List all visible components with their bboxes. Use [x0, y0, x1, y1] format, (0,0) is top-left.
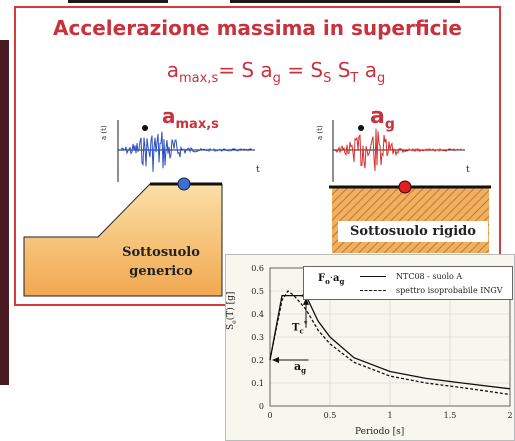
spectrum-xlabel: Periodo [s]	[355, 427, 405, 437]
spectrum-ylabel: Se(T) [g]	[226, 291, 238, 330]
legend-entry-ntc08: NTC08 - suolo A	[360, 272, 462, 281]
left-seismogram	[117, 120, 255, 182]
soil-generic-label: Sottosuolo generico	[122, 245, 200, 279]
legend-dashed-line	[360, 290, 386, 291]
legend-solid-line	[360, 276, 386, 277]
right-seismogram	[332, 120, 465, 182]
generic-soil-profile	[23, 177, 223, 297]
x-tick-label: 1	[387, 411, 392, 420]
label-ag: ag	[370, 104, 395, 133]
x-tick-label: 0.5	[324, 411, 337, 420]
axis-label-t-right: t	[466, 165, 470, 175]
arrow-tc-head	[303, 297, 309, 305]
label-amax-s: amax,s	[162, 104, 219, 132]
y-tick-label: 0.5	[251, 287, 264, 296]
y-tick-label: 0.1	[251, 379, 264, 388]
y-tick-label: 0.6	[251, 264, 264, 273]
annot-ag: ag	[294, 360, 307, 376]
left-side-strip	[0, 40, 9, 385]
x-tick-label: 1.5	[444, 411, 457, 420]
y-tick-label: 0	[259, 402, 264, 411]
y-tick-label: 0.2	[251, 356, 264, 365]
annot-fo-ag: Fo·ag	[318, 273, 345, 286]
spectrum-legend: NTC08 - suolo A spettro isoprobabile ING…	[303, 266, 513, 300]
axis-label-t-left: t	[256, 165, 260, 175]
series-line-ntc08	[269, 294, 511, 390]
rigid-soil-block	[329, 180, 491, 253]
series-line-ingv	[269, 290, 511, 396]
slide-title: Accelerazione massima in superficie	[53, 16, 462, 40]
soil-rigid-label: Sottosuolo rigido	[338, 221, 488, 242]
top-border-stub-2	[230, 0, 460, 3]
x-tick-label: 2	[507, 411, 512, 420]
top-border-stub	[68, 0, 168, 3]
x-tick-label: 0	[267, 411, 272, 420]
arrow-ag-head	[272, 357, 279, 363]
legend-entry-ingv: spettro isoprobabile INGV	[360, 286, 503, 295]
y-tick-label: 0.3	[251, 333, 264, 342]
annot-tc: Tc*	[292, 319, 308, 336]
formula: amax,s= S ag = SS ST ag	[166, 58, 386, 86]
y-tick-label: 0.4	[251, 310, 264, 319]
